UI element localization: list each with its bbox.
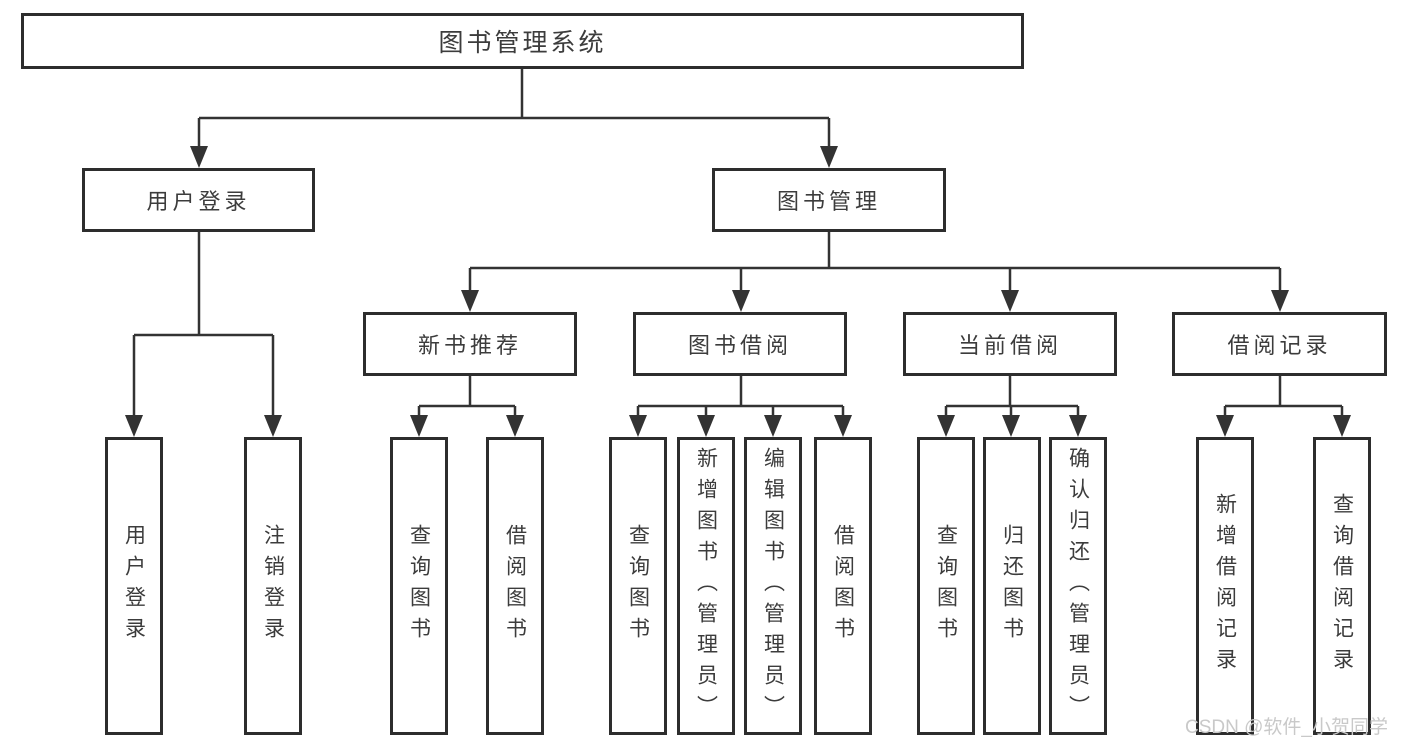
leaf-borrow-books-recommend-label: 借阅图书 [503, 524, 527, 648]
node-user-login-label: 用户登录 [146, 189, 251, 214]
leaf-query-books-recommend: 查询图书 [390, 437, 448, 735]
leaf-add-books-admin-label: 新增图书（管理员） [694, 446, 718, 726]
node-root-label: 图书管理系统 [438, 29, 607, 57]
node-borrowing-records: 借阅记录 [1172, 312, 1387, 376]
leaf-logout: 注销登录 [244, 437, 302, 735]
leaf-user-login: 用户登录 [105, 437, 163, 735]
leaf-edit-books-admin-label: 编辑图书（管理员） [761, 446, 785, 726]
leaf-add-borrow-record-label: 新增借阅记录 [1213, 493, 1237, 679]
leaf-query-books-borrowing-label: 查询图书 [626, 524, 650, 648]
node-borrowing-records-label: 借阅记录 [1227, 333, 1332, 358]
leaf-user-login-label: 用户登录 [122, 524, 146, 648]
leaf-query-books-current: 查询图书 [917, 437, 975, 735]
node-new-book-recommend: 新书推荐 [363, 312, 577, 376]
leaf-query-borrow-record: 查询借阅记录 [1313, 437, 1371, 735]
node-book-borrowing: 图书借阅 [633, 312, 847, 376]
node-new-book-recommend-label: 新书推荐 [417, 333, 522, 358]
node-book-borrowing-label: 图书借阅 [687, 333, 792, 358]
node-user-login: 用户登录 [82, 168, 315, 232]
leaf-query-books-borrowing: 查询图书 [609, 437, 667, 735]
leaf-confirm-return-admin-label: 确认归还（管理员） [1066, 446, 1090, 726]
node-current-borrowing-label: 当前借阅 [957, 333, 1062, 358]
leaf-query-borrow-record-label: 查询借阅记录 [1330, 493, 1354, 679]
csdn-watermark: CSDN @软件_小贺同学 [1185, 717, 1388, 738]
node-root: 图书管理系统 [21, 13, 1024, 69]
leaf-borrow-books-recommend: 借阅图书 [486, 437, 544, 735]
node-current-borrowing: 当前借阅 [903, 312, 1117, 376]
leaf-logout-label: 注销登录 [261, 524, 285, 648]
leaf-add-books-admin: 新增图书（管理员） [677, 437, 735, 735]
leaf-add-borrow-record: 新增借阅记录 [1196, 437, 1254, 735]
leaf-return-books: 归还图书 [983, 437, 1041, 735]
leaf-confirm-return-admin: 确认归还（管理员） [1049, 437, 1107, 735]
leaf-edit-books-admin: 编辑图书（管理员） [744, 437, 802, 735]
leaf-borrow-books-borrowing: 借阅图书 [814, 437, 872, 735]
leaf-query-books-recommend-label: 查询图书 [407, 524, 431, 648]
leaf-return-books-label: 归还图书 [1000, 524, 1024, 648]
leaf-query-books-current-label: 查询图书 [934, 524, 958, 648]
node-book-management-label: 图书管理 [776, 189, 881, 214]
leaf-borrow-books-borrowing-label: 借阅图书 [831, 524, 855, 648]
node-book-management: 图书管理 [712, 168, 946, 232]
